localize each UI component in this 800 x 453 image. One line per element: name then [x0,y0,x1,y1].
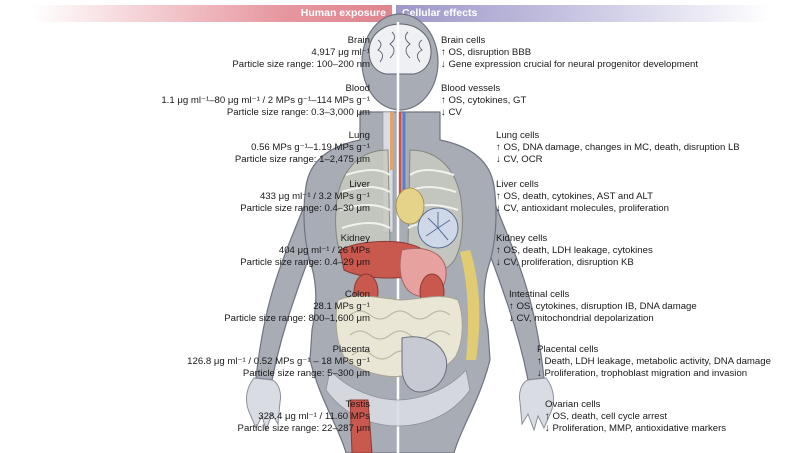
placenta-yellow-band [460,250,480,360]
cellular-effects-header: Cellular effects [396,5,771,22]
exposure-liver: Liver 433 μg ml⁻¹ / 3.2 MPs g⁻¹ Particle… [240,179,370,216]
effect-cell-type: Lung cells [496,130,540,141]
effects-intestinal-cells: Intestinal cells ↑ OS, cytokines, disrup… [509,289,697,326]
effects-ovarian-cells: Ovarian cells ↑ OS, death, cell cycle ar… [545,399,726,436]
uterus [401,336,448,393]
exposure-testis: Testis 328.4 μg ml⁻¹ / 11.60 MPs Particl… [238,399,370,436]
cellular-effects-header-label: Cellular effects [402,7,478,19]
exposure-size-range: Particle size range: 800–1,600 μm [224,313,370,325]
effects-kidney-cells: Kidney cells ↑ OS, death, LDH leakage, c… [496,233,653,270]
effect-increase: ↑ OS, DNA damage, changes in MC, death, … [496,142,740,154]
exposure-size-range: Particle size range: 5–300 μm [242,368,370,380]
testis-muscle [349,399,373,453]
exposure-size-range: Particle size range: 0.3–3,000 μm [226,107,370,119]
exposure-value: 1.1 μg ml⁻¹–80 μg ml⁻¹ / 2 MPs g⁻¹–114 M… [161,95,370,107]
effect-cell-type: Blood vessels [441,83,501,94]
effects-lung-cells: Lung cells ↑ OS, DNA damage, changes in … [496,130,740,167]
effect-decrease: ↓ CV [441,107,462,119]
exposure-organ: Placenta [332,344,370,355]
effect-increase: ↑ OS, death, cytokines, AST and ALT [496,191,653,203]
effect-cell-type: Intestinal cells [509,289,570,300]
right-hand [519,377,554,432]
effect-cell-type: Kidney cells [496,233,548,244]
effects-placental-cells: Placental cells ↑ Death, LDH leakage, me… [537,344,771,381]
exposure-organ: Lung [348,130,370,141]
effect-decrease: ↓ CV, proliferation, disruption KB [496,257,634,269]
exposure-value: 126.8 μg ml⁻¹ / 0.52 MPs g⁻¹ – 18 MPs g⁻… [187,356,370,368]
effect-cell-type: Brain cells [441,35,486,46]
exposure-size-range: Particle size range: 0.4–30 μm [240,203,370,215]
heart [395,187,425,225]
effects-blood-vessels: Blood vessels ↑ OS, cytokines, GT ↓ CV [441,83,526,120]
exposure-organ: Testis [345,399,370,410]
effect-cell-type: Ovarian cells [545,399,601,410]
exposure-organ: Liver [349,179,370,190]
effect-decrease: ↓ Proliferation, MMP, antioxidative mark… [545,423,727,435]
placenta-vessels [425,212,451,241]
exposure-size-range: Particle size range: 22–287 μm [237,423,370,435]
effect-decrease: ↓ Proliferation, trophoblast migration a… [537,368,748,380]
exposure-value: 0.56 MPs g⁻¹–1.19 MPs g⁻¹ [251,142,370,154]
exposure-size-range: Particle size range: 1–2,475 μm [234,154,370,166]
effect-cell-type: Placental cells [537,344,599,355]
exposure-organ: Blood [345,83,370,94]
effects-brain-cells: Brain cells ↑ OS, disruption BBB ↓ Gene … [441,35,698,72]
effect-increase: ↑ OS, cytokines, GT [441,95,527,107]
exposure-lung: Lung 0.56 MPs g⁻¹–1.19 MPs g⁻¹ Particle … [235,130,370,167]
effect-decrease: ↓ CV, mitochondrial depolarization [509,313,654,325]
effect-increase: ↑ OS, disruption BBB [441,47,532,59]
exposure-value: 4,917 μg ml⁻¹ [311,47,370,59]
exposure-brain: Brain 4,917 μg ml⁻¹ Particle size range:… [232,35,370,72]
effect-increase: ↑ Death, LDH leakage, metabolic activity… [537,356,771,368]
human-exposure-header: Human exposure [32,5,392,22]
brain-folds [377,31,423,63]
effect-decrease: ↓ CV, antioxidant molecules, proliferati… [496,203,669,215]
human-exposure-header-label: Human exposure [300,7,386,19]
exposure-value: 28.1 MPs g⁻¹ [313,301,370,313]
effect-increase: ↑ OS, death, cell cycle arrest [545,411,668,423]
exposure-organ: Brain [347,35,370,46]
effect-increase: ↑ OS, cytokines, disruption IB, DNA dama… [509,301,697,313]
exposure-organ: Colon [344,289,370,300]
effect-decrease: ↓ Gene expression crucial for neural pro… [441,59,699,71]
exposure-blood: Blood 1.1 μg ml⁻¹–80 μg ml⁻¹ / 2 MPs g⁻¹… [161,83,370,120]
exposure-kidney: Kidney 404 μg ml⁻¹ / 26 MPs Particle siz… [240,233,370,270]
exposure-placenta: Placenta 126.8 μg ml⁻¹ / 0.52 MPs g⁻¹ – … [187,344,370,381]
exposure-size-range: Particle size range: 100–200 nm [232,59,370,71]
effect-decrease: ↓ CV, OCR [496,154,543,166]
effects-liver-cells: Liver cells ↑ OS, death, cytokines, AST … [496,179,669,216]
left-hand [246,377,281,432]
exposure-colon: Colon 28.1 MPs g⁻¹ Particle size range: … [224,289,370,326]
exposure-value: 404 μg ml⁻¹ / 26 MPs [278,245,370,257]
exposure-value: 433 μg ml⁻¹ / 3.2 MPs g⁻¹ [259,191,370,203]
ribs [339,169,459,229]
exposure-organ: Kidney [340,233,370,244]
exposure-size-range: Particle size range: 0.4–29 μm [240,257,370,269]
effect-increase: ↑ OS, death, LDH leakage, cytokines [496,245,653,257]
effect-cell-type: Liver cells [496,179,539,190]
exposure-value: 328.4 μg ml⁻¹ / 11.60 MPs [258,411,370,423]
brain [368,23,432,75]
